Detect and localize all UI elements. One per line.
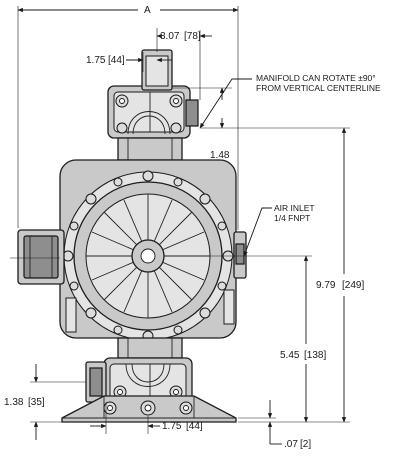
top-manifold (107, 49, 199, 139)
air-inlet-note-line2: 1/4 FNPT (274, 213, 310, 223)
dim-manifold-offset-mm: [78] (184, 31, 201, 42)
dim-overall-height-value: 9.79 (316, 280, 336, 291)
dim-base-thickness-mm: [2] (300, 439, 311, 450)
dim-manifold-height-value: 1.48 (210, 150, 230, 161)
diaphragm-chamber (59, 159, 237, 342)
dimension-lines (17, 7, 347, 445)
dim-manifold-offset-value: 3.07 (160, 31, 180, 42)
dim-bottom-port-offset-value: 1.75 (162, 421, 182, 432)
dim-overall-height-mm: [249] (342, 280, 364, 291)
dim-base-port-height-mm: [35] (28, 397, 45, 408)
air-inlet-note-line1: AIR INLET (274, 203, 315, 213)
dimension-labels: A 3.07 [78] 1.75 [44] MANIFOLD CAN ROTAT… (4, 5, 381, 450)
dim-overall-width-label: A (144, 5, 151, 16)
dim-centerline-height-value: 5.45 (280, 350, 300, 361)
air-inlet-fitting (223, 231, 247, 325)
dim-centerline-height-mm: [138] (304, 350, 326, 361)
dim-base-port-height-value: 1.38 (4, 397, 24, 408)
dim-bottom-port-offset-mm: [44] (186, 421, 203, 432)
dim-top-port-offset-value: 1.75 (86, 55, 106, 66)
manifold-rotate-note-line1: MANIFOLD CAN ROTATE ±90° (256, 73, 376, 83)
dim-top-port-offset-mm: [44] (108, 55, 125, 66)
pump-body (17, 49, 247, 423)
manifold-rotate-note-line2: FROM VERTICAL CENTERLINE (256, 83, 381, 93)
left-port (17, 229, 77, 333)
dim-base-thickness-value: .07 (284, 439, 298, 450)
